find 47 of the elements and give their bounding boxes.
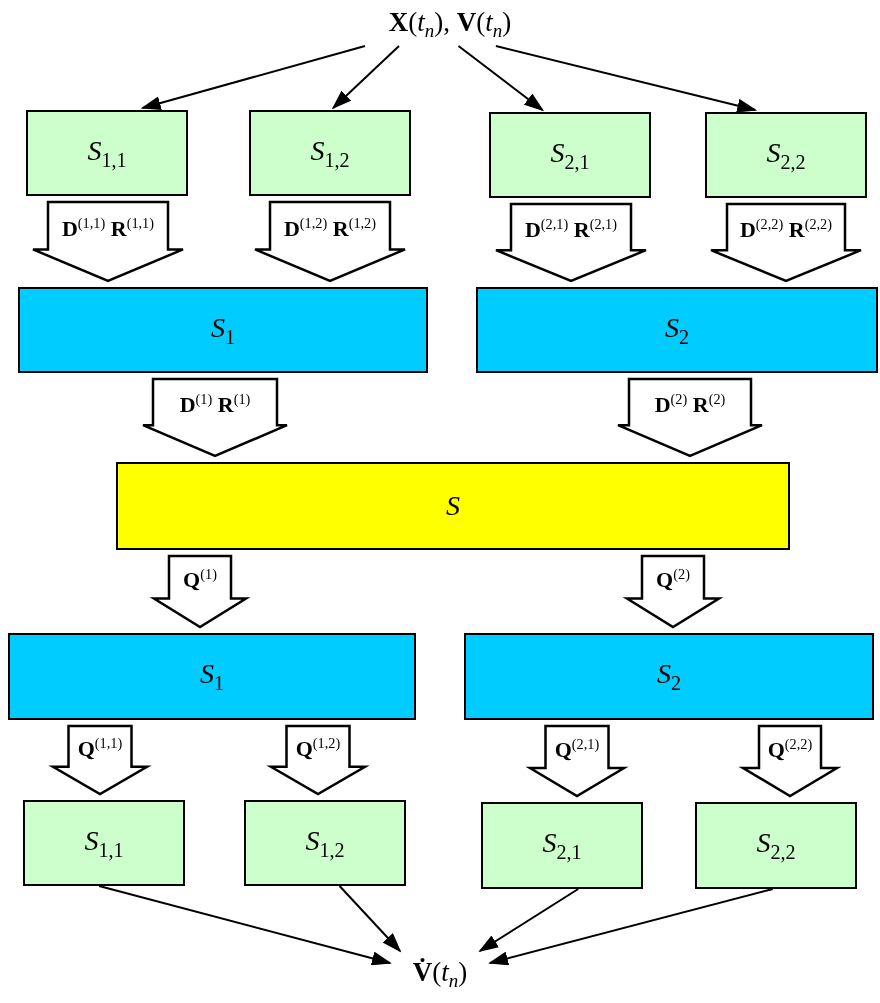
- arrow: [488, 888, 774, 967]
- edge-label: Q$^{(2)}$: [656, 567, 690, 592]
- edge-label: D$^{(2)}$ R$^{(2)}$: [654, 391, 726, 417]
- block-arrow: [525, 724, 629, 798]
- block-arrow: [616, 377, 764, 458]
- edge-label: Q$^{(2,1)}$: [554, 736, 600, 762]
- process-box: S$_{2}$: [476, 287, 878, 373]
- edge-label: Q$^{(1)}$: [183, 567, 217, 592]
- arrow: [338, 885, 401, 953]
- process-box: S$_{1,1}$: [23, 800, 185, 886]
- arrow: [494, 45, 757, 114]
- block-arrow: [141, 377, 289, 458]
- edge-label: Q$^{(2,2)}$: [767, 736, 813, 762]
- arrow: [98, 885, 392, 967]
- edge-label: D$^{(1)}$ R$^{(1)}$: [179, 391, 251, 417]
- block-arrow: [709, 202, 863, 283]
- process-box: S$_{1}$: [8, 633, 416, 720]
- block-arrow: [31, 200, 185, 283]
- block-arrow: [48, 724, 152, 796]
- block-arrow: [149, 554, 251, 629]
- process-box: S$_{1}$: [18, 287, 428, 373]
- process-box: S$_{2,2}$: [695, 802, 857, 889]
- process-box: S$_{1,2}$: [244, 800, 406, 886]
- arrow: [332, 45, 400, 109]
- process-box: S: [116, 462, 790, 550]
- block-arrow: [266, 724, 370, 796]
- arrow: [478, 888, 580, 952]
- block-arrow: [738, 724, 842, 798]
- process-box: S$_{1,1}$: [26, 110, 188, 196]
- arrow: [457, 45, 544, 111]
- process-box: S$_{2,1}$: [489, 112, 651, 198]
- block-arrow: [494, 202, 648, 283]
- edge-label: D$^{(2,2)}$ R$^{(2,2)}$: [739, 216, 833, 242]
- block-arrow: [622, 554, 724, 629]
- edge-label: Q$^{(1,2)}$: [295, 736, 341, 761]
- formula-label: V̇(t$_{n}$): [390, 953, 490, 997]
- block-arrow: [253, 200, 407, 283]
- arrow: [141, 45, 366, 112]
- process-box: S$_{2}$: [464, 633, 874, 720]
- process-box: S$_{2,2}$: [705, 112, 867, 198]
- edge-label: D$^{(2,1)}$ R$^{(2,1)}$: [524, 216, 618, 242]
- edge-label: D$^{(1,2)}$ R$^{(1,2)}$: [283, 215, 377, 240]
- process-box: S$_{2,1}$: [481, 802, 643, 889]
- edge-label: Q$^{(1,1)}$: [77, 736, 123, 761]
- process-box: S$_{1,2}$: [249, 110, 411, 196]
- edge-label: D$^{(1,1)}$ R$^{(1,1)}$: [61, 215, 155, 240]
- formula-label: X(t$_{n}$), V(t$_{n}$): [365, 4, 535, 46]
